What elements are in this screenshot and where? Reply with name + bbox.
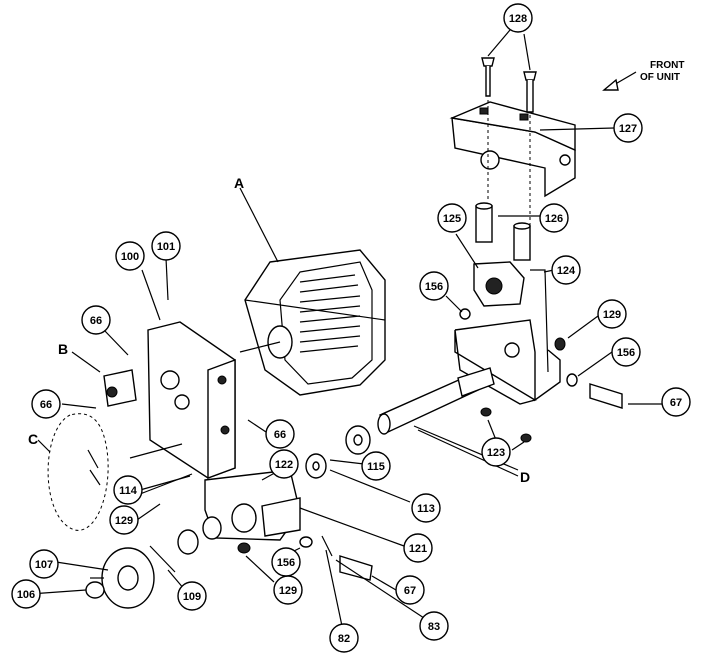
svg-text:125: 125: [443, 213, 461, 225]
callout-129-c: 129: [273, 575, 303, 605]
right-fasteners: [459, 308, 623, 443]
callout-122: 122: [269, 449, 299, 479]
label-c: C: [28, 431, 38, 447]
svg-text:67: 67: [670, 397, 682, 409]
svg-text:156: 156: [425, 281, 443, 293]
spacers-126: [475, 202, 531, 261]
callout-101: 101: [151, 231, 181, 261]
svg-text:115: 115: [367, 461, 385, 473]
svg-text:156: 156: [617, 347, 635, 359]
label-a: A: [234, 175, 244, 191]
svg-text:83: 83: [428, 621, 440, 633]
label-d: D: [520, 469, 530, 485]
callout-82: 82: [329, 623, 359, 653]
label-b: B: [58, 341, 68, 357]
idler-b: [103, 369, 137, 407]
lower-fasteners: [299, 535, 373, 581]
bearing-block-125: [473, 261, 525, 307]
front-note-line2: OF UNIT: [640, 72, 680, 83]
svg-text:121: 121: [409, 543, 427, 555]
lower-bracket-124: [454, 269, 561, 405]
callout-67-a: 67: [661, 387, 691, 417]
callout-125: 125: [437, 203, 467, 233]
gearbox-plate: [147, 321, 236, 480]
svg-text:127: 127: [619, 123, 637, 135]
svg-text:123: 123: [487, 447, 505, 459]
top-bracket: [449, 101, 576, 198]
callout-66-c: 66: [265, 419, 295, 449]
svg-text:67: 67: [404, 585, 416, 597]
svg-text:129: 129: [279, 585, 297, 597]
callout-109: 109: [177, 581, 207, 611]
callout-66-a: 66: [81, 305, 111, 335]
front-of-unit-note: FRONT OF UNIT: [602, 60, 684, 91]
svg-text:129: 129: [115, 515, 133, 527]
svg-text:114: 114: [119, 485, 138, 497]
callout-107: 107: [29, 549, 59, 579]
leader-lines: [29, 29, 662, 627]
front-note-line1: FRONT: [650, 60, 684, 71]
belt-c: [47, 413, 109, 531]
gearbox-housing: [204, 469, 301, 541]
screws-128: [481, 57, 537, 230]
callout-156-a: 156: [419, 271, 449, 301]
shaft-d: [377, 367, 495, 435]
svg-text:66: 66: [40, 399, 52, 411]
callout-115: 115: [361, 451, 391, 481]
washers: [305, 425, 371, 479]
svg-text:101: 101: [157, 241, 175, 253]
callout-124: 124: [551, 255, 581, 285]
svg-text:124: 124: [557, 265, 576, 277]
callout-67-b: 67: [395, 575, 425, 605]
callout-100: 100: [115, 241, 145, 271]
svg-text:107: 107: [35, 559, 53, 571]
svg-text:122: 122: [275, 459, 293, 471]
callout-156-c: 156: [271, 547, 301, 577]
svg-text:100: 100: [121, 251, 139, 263]
callout-114: 114: [113, 475, 143, 505]
svg-text:106: 106: [17, 589, 35, 601]
svg-text:156: 156: [277, 557, 295, 569]
front-arrow-head-icon: [602, 78, 619, 91]
sprocket-107: [85, 516, 251, 609]
callout-129-a: 129: [597, 299, 627, 329]
svg-text:128: 128: [509, 13, 527, 25]
callout-128: 128: [503, 3, 533, 33]
callout-66-b: 66: [31, 389, 61, 419]
callout-121: 121: [403, 533, 433, 563]
svg-text:66: 66: [90, 315, 102, 327]
svg-text:113: 113: [417, 503, 435, 515]
svg-text:109: 109: [183, 591, 201, 603]
callout-123: 123: [481, 437, 511, 467]
motor-a: [239, 249, 386, 396]
svg-text:129: 129: [603, 309, 621, 321]
callout-106: 106: [11, 579, 41, 609]
callout-129-b: 129: [109, 505, 139, 535]
callout-126: 126: [539, 203, 569, 233]
callout-113: 113: [411, 493, 441, 523]
callout-127: 127: [613, 113, 643, 143]
svg-text:126: 126: [545, 213, 563, 225]
svg-text:82: 82: [338, 633, 350, 645]
callout-156-b: 156: [611, 337, 641, 367]
svg-text:66: 66: [274, 429, 286, 441]
callout-83: 83: [419, 611, 449, 641]
